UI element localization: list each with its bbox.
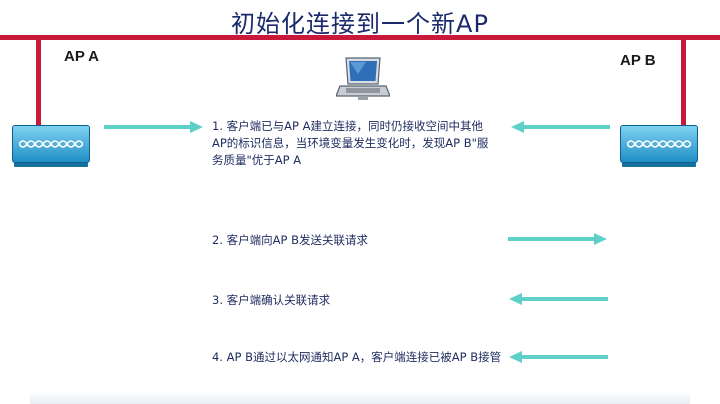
step-3-text: 3. 客户端确认关联请求	[212, 293, 331, 307]
ap-b-label: AP B	[620, 52, 656, 69]
ap-a-uplink	[36, 35, 41, 125]
diagram-title: 初始化连接到一个新AP	[231, 10, 489, 38]
arrow-ap-b-to-client-handover	[509, 351, 608, 363]
step-4-text: 4. AP B通过以太网通知AP A，客户端连接已被AP B接管	[212, 350, 502, 364]
arrow-ap-a-to-client	[104, 121, 203, 133]
antenna-wave-icon	[627, 140, 691, 148]
antenna-wave-icon	[19, 140, 83, 148]
ap-a-device	[12, 125, 90, 163]
arrow-ap-b-to-client	[511, 121, 610, 133]
ethernet-backbone	[0, 35, 720, 40]
step-1-text: 1. 客户端已与AP A建立连接，同时仍接收空间中其他AP的标识信息，当环境变量…	[212, 119, 489, 167]
laptop-icon	[336, 57, 390, 100]
arrow-ap-b-to-client-confirm	[509, 293, 608, 305]
bottom-band	[30, 391, 690, 404]
ap-b-uplink	[681, 35, 686, 125]
ap-a-label: AP A	[64, 48, 100, 65]
ap-b-device	[620, 125, 698, 163]
arrow-client-to-ap-b	[508, 233, 607, 245]
step-2-text: 2. 客户端向AP B发送关联请求	[212, 233, 368, 247]
